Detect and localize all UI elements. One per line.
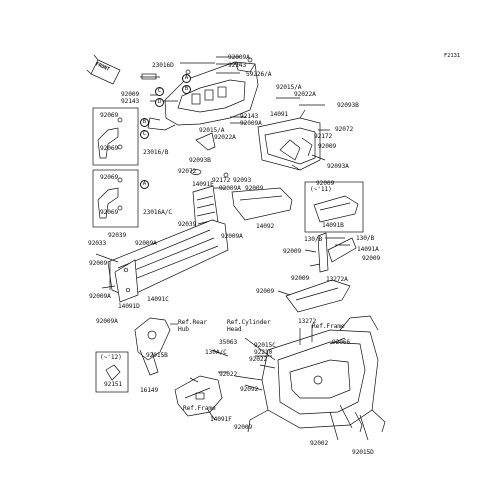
floor-panel-part bbox=[231, 187, 293, 221]
label-14091B: 14091B bbox=[322, 222, 344, 229]
callout-circle-C: C bbox=[155, 87, 164, 96]
label-59226A: 59226/A bbox=[246, 71, 272, 78]
label-35063: 35063 bbox=[219, 339, 238, 346]
label-92009A-e2: 92009A bbox=[221, 233, 243, 240]
label-92143-top: 92143 bbox=[228, 62, 247, 69]
label-92009A-top: 92009A bbox=[228, 54, 250, 61]
label-92143-mid: 92143 bbox=[240, 113, 259, 120]
label-14091A: 14091A bbox=[357, 246, 379, 253]
right-bracket-part bbox=[285, 232, 357, 313]
label-92172-r: 92172 bbox=[314, 133, 333, 140]
label-92022A-1: 92022A bbox=[294, 91, 316, 98]
label-92022-b: 92022 bbox=[219, 371, 238, 378]
label-13272A: 13272A bbox=[326, 276, 348, 283]
label-92172-mid: 92172 bbox=[212, 177, 231, 184]
label-92009-m3: 92009 bbox=[291, 275, 310, 282]
ref-rear-hub: Ref.Rear Hub bbox=[178, 319, 208, 333]
label-92151: 92151 bbox=[104, 381, 123, 388]
label-92072-r: 92072 bbox=[335, 126, 354, 133]
bracket-part bbox=[190, 132, 229, 178]
label-23016D: 23016D bbox=[152, 62, 174, 69]
label-14091: 14091 bbox=[270, 111, 289, 118]
label-variant-12: (~'12) bbox=[100, 354, 122, 361]
label-92009-l: 92009 bbox=[89, 260, 108, 267]
label-92143-left: 92143 bbox=[121, 98, 140, 105]
frame-part bbox=[247, 315, 386, 433]
label-14091C: 14091C bbox=[147, 296, 169, 303]
ref-frame-2: Ref.Frame bbox=[183, 405, 216, 412]
figure-code: F2131 bbox=[444, 53, 461, 59]
label-92072-mid: 92072 bbox=[178, 168, 197, 175]
label-92009-r2: 92009 bbox=[316, 180, 335, 187]
label-14091D: 14091D bbox=[118, 303, 140, 310]
label-23016B: 23016/B bbox=[143, 149, 169, 156]
label-92022: 92022 bbox=[249, 356, 268, 363]
ref-frame-1: Ref.Frame bbox=[312, 323, 345, 330]
label-92009-left1: 92009 bbox=[121, 91, 140, 98]
label-92039-2: 92039 bbox=[108, 232, 127, 239]
label-130AC: 130A/C bbox=[205, 349, 227, 356]
callout-circle-B2: B bbox=[140, 118, 149, 127]
label-92009A-l3: 92009A bbox=[96, 318, 118, 325]
label-92039-1: 92039 bbox=[178, 221, 197, 228]
callout-circle-A: A bbox=[182, 74, 191, 83]
label-92093B: 92093B bbox=[337, 102, 359, 109]
label-92015A-1: 92015/A bbox=[276, 84, 302, 91]
label-92210: 92210 bbox=[254, 349, 273, 356]
lower-bracket-part bbox=[174, 375, 223, 417]
label-14091E: 14091E bbox=[192, 181, 214, 188]
label-92009-m1: 92009 bbox=[362, 255, 381, 262]
label-14091F: 14091F bbox=[210, 416, 232, 423]
label-92093A: 92093A bbox=[327, 163, 349, 170]
label-92009-m2: 92009 bbox=[283, 248, 302, 255]
callout-circle-C2: C bbox=[140, 130, 149, 139]
label-14092: 14092 bbox=[256, 223, 275, 230]
front-arrow-icon bbox=[86, 54, 121, 85]
label-130B-2: 130/B bbox=[356, 235, 375, 242]
label-92015D: 92015D bbox=[352, 449, 374, 456]
label-variant-11: (~'11) bbox=[310, 186, 332, 193]
label-92015C: 92015C bbox=[254, 342, 276, 349]
callout-circle-D: D bbox=[155, 98, 164, 107]
label-92015B: 92015B bbox=[146, 352, 168, 359]
label-92069-a1: 92069 bbox=[100, 112, 119, 119]
label-92093-mid: 92093 bbox=[233, 177, 252, 184]
label-92066: 92066 bbox=[332, 339, 351, 346]
label-92015A-2: 92015/A bbox=[199, 127, 225, 134]
front-guard-part bbox=[140, 57, 259, 131]
small-panel-part bbox=[114, 259, 139, 303]
side-cover-part bbox=[257, 117, 321, 171]
label-16149: 16149 bbox=[140, 387, 159, 394]
ref-cylinder-head: Ref.Cylinder Head bbox=[227, 319, 271, 333]
label-92069-a2: 92069 bbox=[100, 145, 119, 152]
rear-hub-bracket-part bbox=[134, 317, 171, 376]
cover-panel-part bbox=[313, 195, 359, 223]
label-130B-1: 130/B bbox=[304, 236, 323, 243]
label-92009A-mid: 92009A bbox=[240, 120, 262, 127]
label-92009A-e: 92009A bbox=[219, 185, 241, 192]
label-92069-b1: 92069 bbox=[100, 174, 119, 181]
label-92093B-mid: 92093B bbox=[189, 157, 211, 164]
label-92069-b2: 92069 bbox=[100, 209, 119, 216]
label-92009-b: 92009 bbox=[234, 424, 253, 431]
label-92009-e: 92009 bbox=[245, 185, 264, 192]
label-13272: 13272 bbox=[298, 318, 317, 325]
label-92009A-l: 92009A bbox=[135, 240, 157, 247]
callout-circle-A2: A bbox=[140, 180, 149, 189]
callout-circle-B: B bbox=[182, 85, 191, 94]
label-92009-m4: 92009 bbox=[256, 288, 275, 295]
label-92033: 92033 bbox=[88, 240, 107, 247]
mount-bracket-part-2 bbox=[97, 177, 123, 219]
label-92002: 92002 bbox=[310, 440, 329, 447]
clip-part bbox=[105, 364, 121, 381]
label-92022A-2: 92022A bbox=[214, 134, 236, 141]
mount-bracket-part bbox=[97, 117, 123, 159]
label-23016AC: 23016A/C bbox=[143, 209, 173, 216]
label-92092: 92092 bbox=[240, 386, 259, 393]
label-92009A-l2: 92009A bbox=[89, 293, 111, 300]
label-92009-r1: 92009 bbox=[318, 143, 337, 150]
